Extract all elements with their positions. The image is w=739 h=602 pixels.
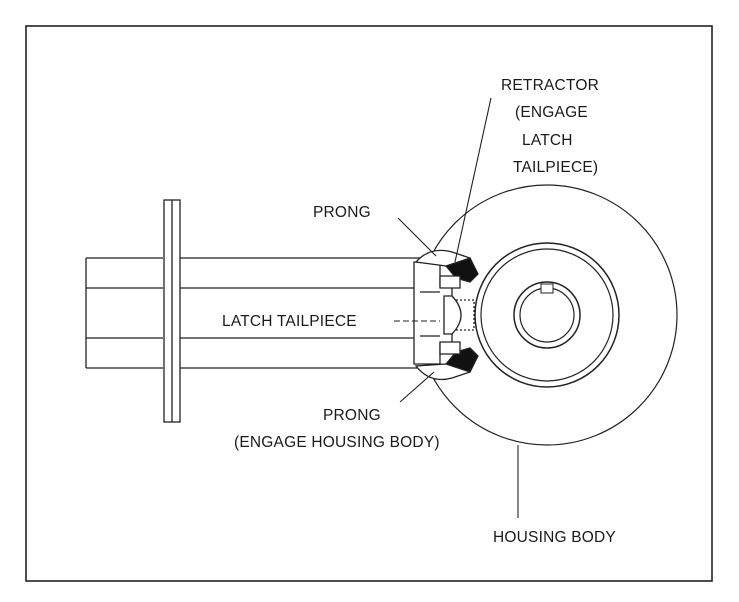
latch-tailpiece-label: LATCH TAILPIECE	[222, 313, 357, 330]
retractor-label-line-4: TAILPIECE)	[513, 159, 598, 176]
retractor-label-line-1: RETRACTOR	[501, 77, 599, 94]
housing-body-label: HOUSING BODY	[493, 529, 616, 546]
faceplate	[163, 199, 181, 423]
leader-lines	[394, 97, 519, 518]
prong-bottom-label-line-2: (ENGAGE HOUSING BODY)	[234, 434, 440, 451]
latch-body	[85, 257, 163, 369]
housing-body	[416, 184, 678, 446]
prong-bottom-label-line-1: PRONG	[323, 407, 381, 424]
top-prong	[414, 249, 479, 289]
retractor-label-line-3: LATCH	[522, 132, 573, 149]
retractor-label-line-2: (ENGAGE	[515, 104, 588, 121]
latch-tube	[180, 257, 420, 369]
diagram-frame	[25, 25, 713, 582]
prong-top-label: PRONG	[313, 204, 371, 221]
